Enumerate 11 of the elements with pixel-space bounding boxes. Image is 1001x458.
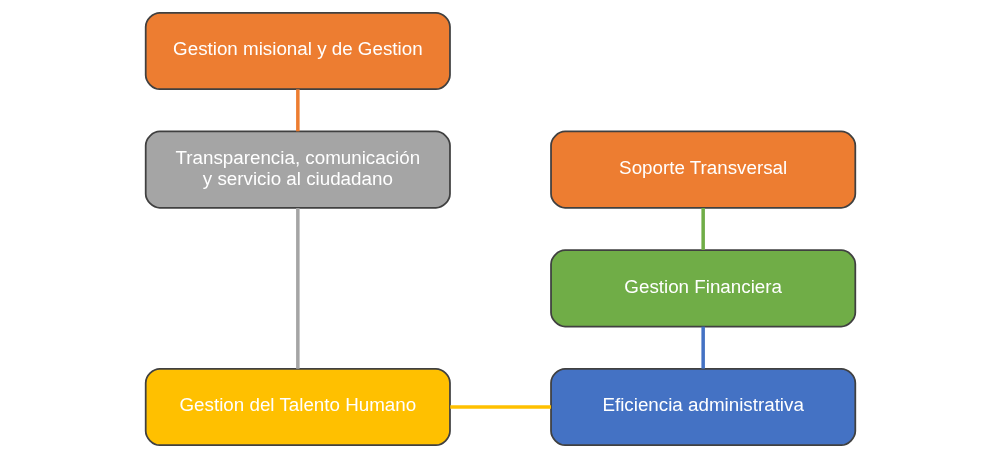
- connector: [701, 326, 705, 369]
- node-box: Transparencia, comunicación y servicio al ciudadano: [144, 130, 451, 209]
- connector: [296, 208, 300, 369]
- connector: [701, 207, 705, 250]
- node-box: Gestion del Talento Humano: [144, 367, 451, 447]
- node-box: Eficiencia administrativa: [550, 367, 857, 447]
- node-box: Soporte Transversal: [550, 130, 857, 209]
- connector: [450, 405, 551, 409]
- node-box: Gestion Financiera: [550, 249, 857, 328]
- connector: [296, 89, 300, 132]
- node-box: Gestion misional y de Gestion: [144, 11, 451, 91]
